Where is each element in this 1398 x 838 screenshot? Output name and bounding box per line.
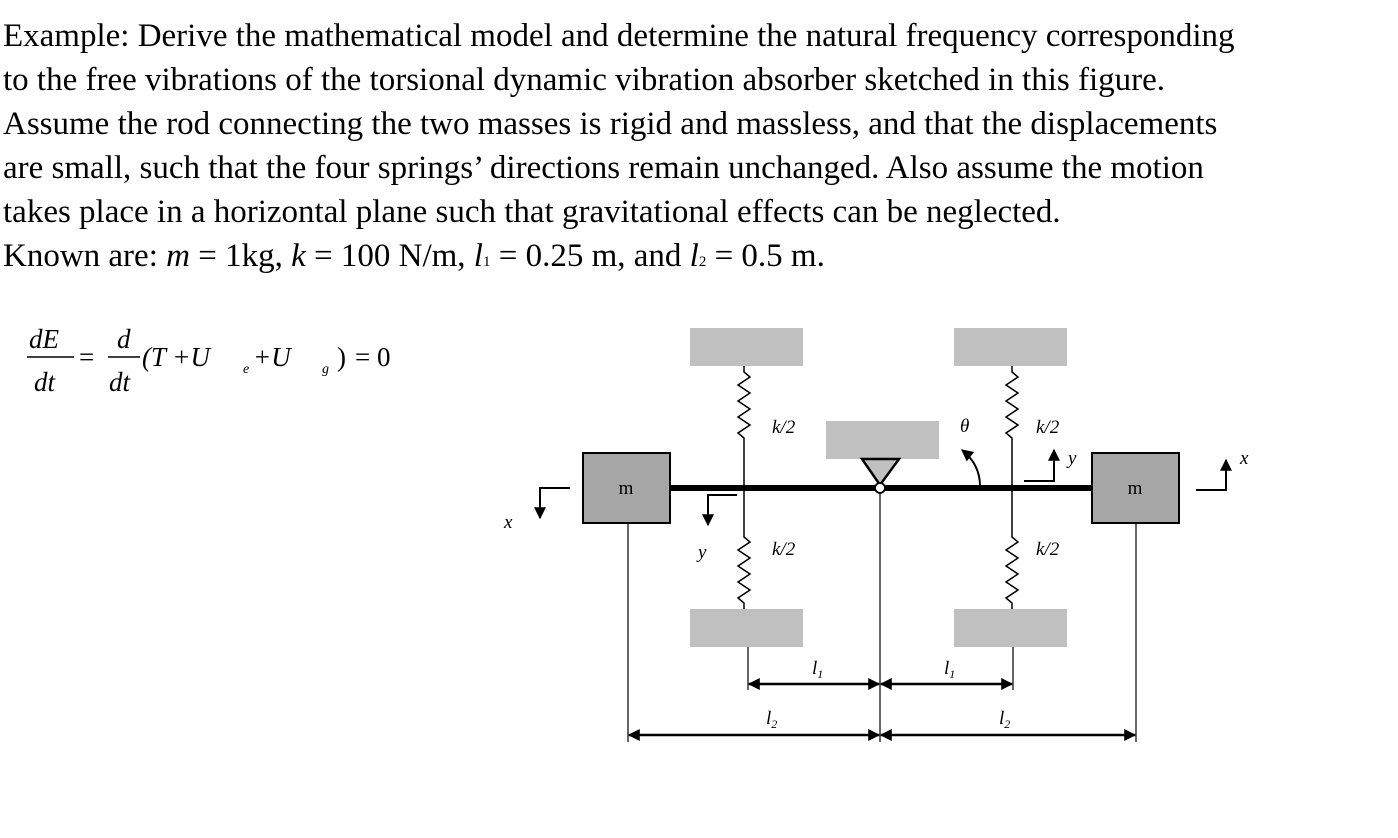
l1-symbol: l: [473, 238, 483, 274]
problem-line-5: takes place in a horizontal plane such t…: [3, 194, 1061, 230]
ground-top-left: [690, 328, 803, 366]
l2-subscript: 2: [698, 254, 707, 270]
dim-l2-left-label: l2: [766, 708, 777, 731]
eq-sub-e: e: [243, 362, 249, 377]
spring-top-right-label: k/2: [1036, 417, 1060, 438]
known-prefix: Known are:: [3, 238, 167, 274]
problem-line-2: to the free vibrations of the torsional …: [3, 62, 1166, 98]
x-right-label: x: [1239, 448, 1249, 469]
eq-lhs-numerator: dE: [29, 324, 60, 354]
dim-l1-left-label: l1: [812, 658, 823, 681]
m-value: = 1kg,: [189, 238, 292, 274]
y-right-arrow: [1024, 448, 1060, 482]
eq-body: (T +U: [142, 342, 211, 372]
ground-pivot: [826, 421, 939, 459]
mass-right-label: m: [1128, 478, 1143, 499]
eq-rhs: = 0: [355, 342, 390, 372]
problem-line-1: Example: Derive the mathematical model a…: [3, 18, 1235, 54]
eq-d-denominator: dt: [109, 367, 132, 397]
m-symbol: m: [166, 238, 190, 274]
known-values: Known are: m = 1kg, k = 100 N/m, l1 = 0.…: [3, 234, 1395, 284]
l1-subscript: 1: [482, 254, 491, 270]
x-right-arrow: [1196, 458, 1232, 491]
ground-bottom-right: [954, 609, 1067, 647]
energy-equation: dE dt = d dt (T +U e +U g ) = 0: [27, 324, 390, 397]
eq-plus-u: +U: [253, 342, 292, 372]
dim-l1-right-label: l1: [944, 658, 955, 681]
dim-l2-right-label: l2: [999, 708, 1010, 731]
l2-value: = 0.5 m.: [706, 238, 825, 274]
l2-symbol: l: [689, 238, 699, 274]
y-right-label: y: [1066, 448, 1077, 469]
x-left-arrow: [534, 487, 570, 520]
mass-left-label: m: [619, 478, 634, 499]
l1-value: = 0.25 m, and: [490, 238, 690, 274]
mass-right: [1091, 452, 1180, 524]
spring-bottom-right: [1004, 487, 1020, 609]
k-symbol: k: [291, 238, 306, 274]
spring-top-right: [1004, 366, 1020, 487]
spring-bottom-left-label: k/2: [772, 539, 796, 560]
spring-bottom-left: [736, 487, 752, 609]
pivot-triangle: [859, 457, 902, 488]
pivot-pin: [874, 482, 886, 494]
spring-bottom-right-label: k/2: [1036, 539, 1060, 560]
problem-statement: Example: Derive the mathematical model a…: [3, 14, 1395, 284]
eq-equals: =: [79, 342, 94, 372]
eq-lhs-denominator: dt: [34, 367, 57, 397]
y-left-arrow: [702, 494, 737, 527]
theta-label: θ: [960, 416, 969, 437]
problem-line-4: are small, such that the four springs’ d…: [3, 150, 1204, 186]
eq-d-numerator: d: [117, 324, 131, 354]
ground-bottom-left: [690, 609, 803, 647]
k-value: = 100 N/m,: [305, 238, 474, 274]
ground-top-right: [954, 328, 1067, 366]
spring-top-left: [736, 366, 752, 487]
x-left-label: x: [503, 512, 513, 533]
problem-line-3: Assume the rod connecting the two masses…: [3, 106, 1218, 142]
y-left-label: y: [696, 542, 707, 563]
eq-sub-g: g: [322, 362, 329, 377]
mass-left: [582, 452, 671, 524]
eq-close-paren: ): [337, 342, 346, 372]
spring-top-left-label: k/2: [772, 417, 796, 438]
theta-arrow: [961, 449, 981, 487]
